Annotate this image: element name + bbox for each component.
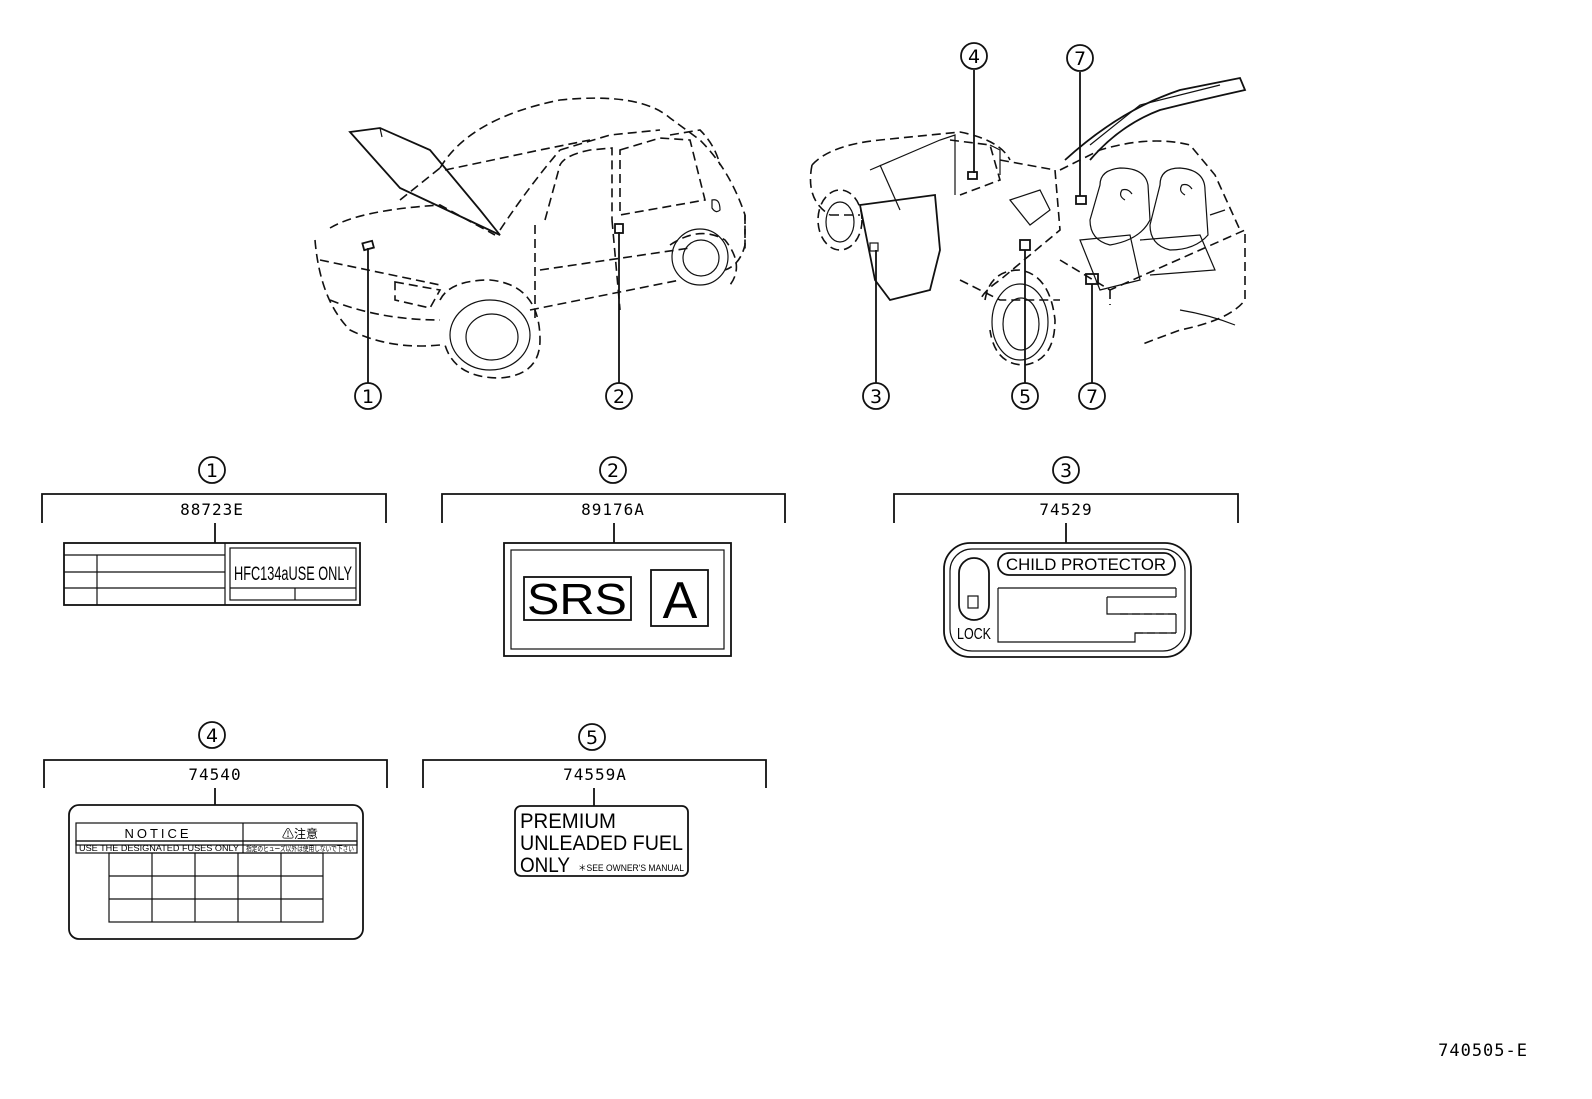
car-rear-view (809, 70, 1247, 383)
svg-text:3: 3 (870, 386, 882, 408)
svg-text:1: 1 (206, 460, 218, 482)
diagram-code: 740505-E (1438, 1041, 1528, 1061)
part-number-88723E: 88723E (180, 500, 244, 519)
label-detail-3: 3 74529 CHILD PROTECTOR LOCK (893, 456, 1239, 658)
car-callout-5: 5 (1011, 382, 1039, 410)
svg-text:3: 3 (1060, 460, 1072, 482)
label-4-subline: USE THE DESIGNATED FUSES ONLY (79, 844, 240, 853)
car-front-view (314, 97, 746, 383)
car-callout-1: 1 (354, 382, 382, 410)
label-5-line3: ONLY (520, 854, 570, 877)
svg-text:5: 5 (1019, 386, 1031, 408)
part-number-74559A: 74559A (563, 765, 627, 784)
car-callout-7-bottom: 7 (1078, 382, 1106, 410)
label-4-jp-caution: ⚠注意 (282, 826, 318, 841)
label-detail-2: 2 89176A SRS A (441, 456, 786, 657)
car-callout-4: 4 (960, 42, 988, 70)
part-number-74540: 74540 (188, 765, 241, 784)
svg-text:5: 5 (586, 727, 598, 749)
part-number-74529: 74529 (1039, 500, 1092, 519)
part-number-89176A: 89176A (581, 500, 645, 519)
svg-text:4: 4 (968, 46, 980, 68)
car-callout-3: 3 (862, 382, 890, 410)
label-5-line2: UNLEADED FUEL (520, 832, 683, 855)
label-4-notice: NOTICE (124, 826, 191, 841)
car-callout-2: 2 (605, 382, 633, 410)
label-3-lock: LOCK (957, 626, 991, 643)
svg-text:1: 1 (362, 386, 374, 408)
svg-text:2: 2 (613, 386, 625, 408)
label-5-note: ＊SEE OWNER'S MANUAL (578, 863, 684, 873)
label-1-text: HFC134aUSE ONLY (234, 564, 352, 585)
label-2-a: A (663, 572, 698, 630)
label-3-header: CHILD PROTECTOR (1006, 555, 1166, 574)
label-5-line1: PREMIUM (520, 810, 616, 833)
car-callout-7-top: 7 (1066, 44, 1094, 72)
svg-text:7: 7 (1074, 48, 1086, 70)
label-detail-4: 4 74540 NOTICE ⚠注意 USE THE DESIGNATED FU… (43, 721, 388, 940)
label-4-jp-subline: 指定のヒューズ以外は使用しないで下さい (246, 844, 354, 853)
svg-text:4: 4 (206, 725, 218, 747)
svg-text:2: 2 (607, 460, 619, 482)
svg-text:7: 7 (1086, 386, 1098, 408)
label-detail-1: 1 88723E HFC134aUSE ONLY (41, 456, 387, 606)
label-detail-5: 5 74559A PREMIUM UNLEADED FUEL ONLY ＊SEE… (422, 723, 767, 877)
label-2-srs: SRS (527, 575, 627, 624)
